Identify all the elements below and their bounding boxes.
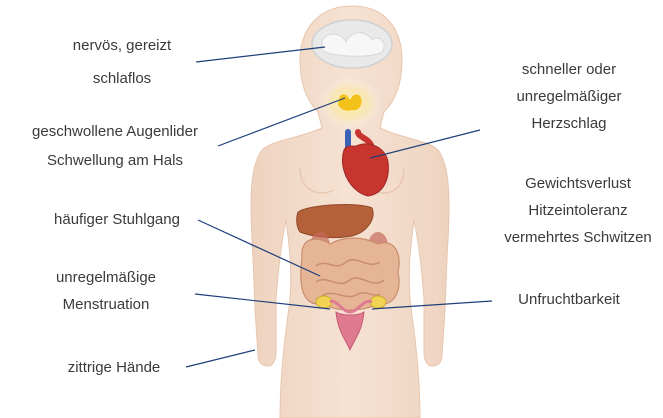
label-line: Gewichtsverlust (496, 172, 660, 195)
label-stool: häufiger Stuhlgang (36, 208, 198, 231)
label-hands: zittrige Hände (48, 356, 180, 379)
label-line: schneller oder (494, 58, 644, 81)
label-nervous: nervös, gereizt schlaflos (52, 34, 192, 90)
label-line: unregelmäßiger (494, 85, 644, 108)
brain (312, 20, 392, 68)
label-line: Herzschlag (494, 112, 644, 135)
label-line: Hitzeintoleranz (496, 199, 660, 222)
label-menstruation: unregelmäßige Menstruation (36, 266, 176, 316)
label-line: Schwellung am Hals (10, 149, 220, 172)
label-line: Menstruation (36, 293, 176, 316)
label-infertility: Unfruchtbarkeit (494, 288, 644, 311)
label-eyelids-neck: geschwollene Augenlider Schwellung am Ha… (10, 120, 220, 172)
label-line: schlaflos (52, 67, 192, 90)
label-line: zittrige Hände (48, 356, 180, 379)
label-line: Unfruchtbarkeit (494, 288, 644, 311)
label-line: unregelmäßige (36, 266, 176, 289)
label-heart: schneller oder unregelmäßiger Herzschlag (494, 58, 644, 135)
leader-hands (186, 350, 255, 367)
label-line: häufiger Stuhlgang (36, 208, 198, 231)
label-weight-heat-sweat: Gewichtsverlust Hitzeintoleranz vermehrt… (496, 172, 660, 249)
label-line: nervös, gereizt (52, 34, 192, 57)
label-line: vermehrtes Schwitzen (496, 226, 660, 249)
label-line: geschwollene Augenlider (10, 120, 220, 143)
thyroid (318, 77, 382, 129)
